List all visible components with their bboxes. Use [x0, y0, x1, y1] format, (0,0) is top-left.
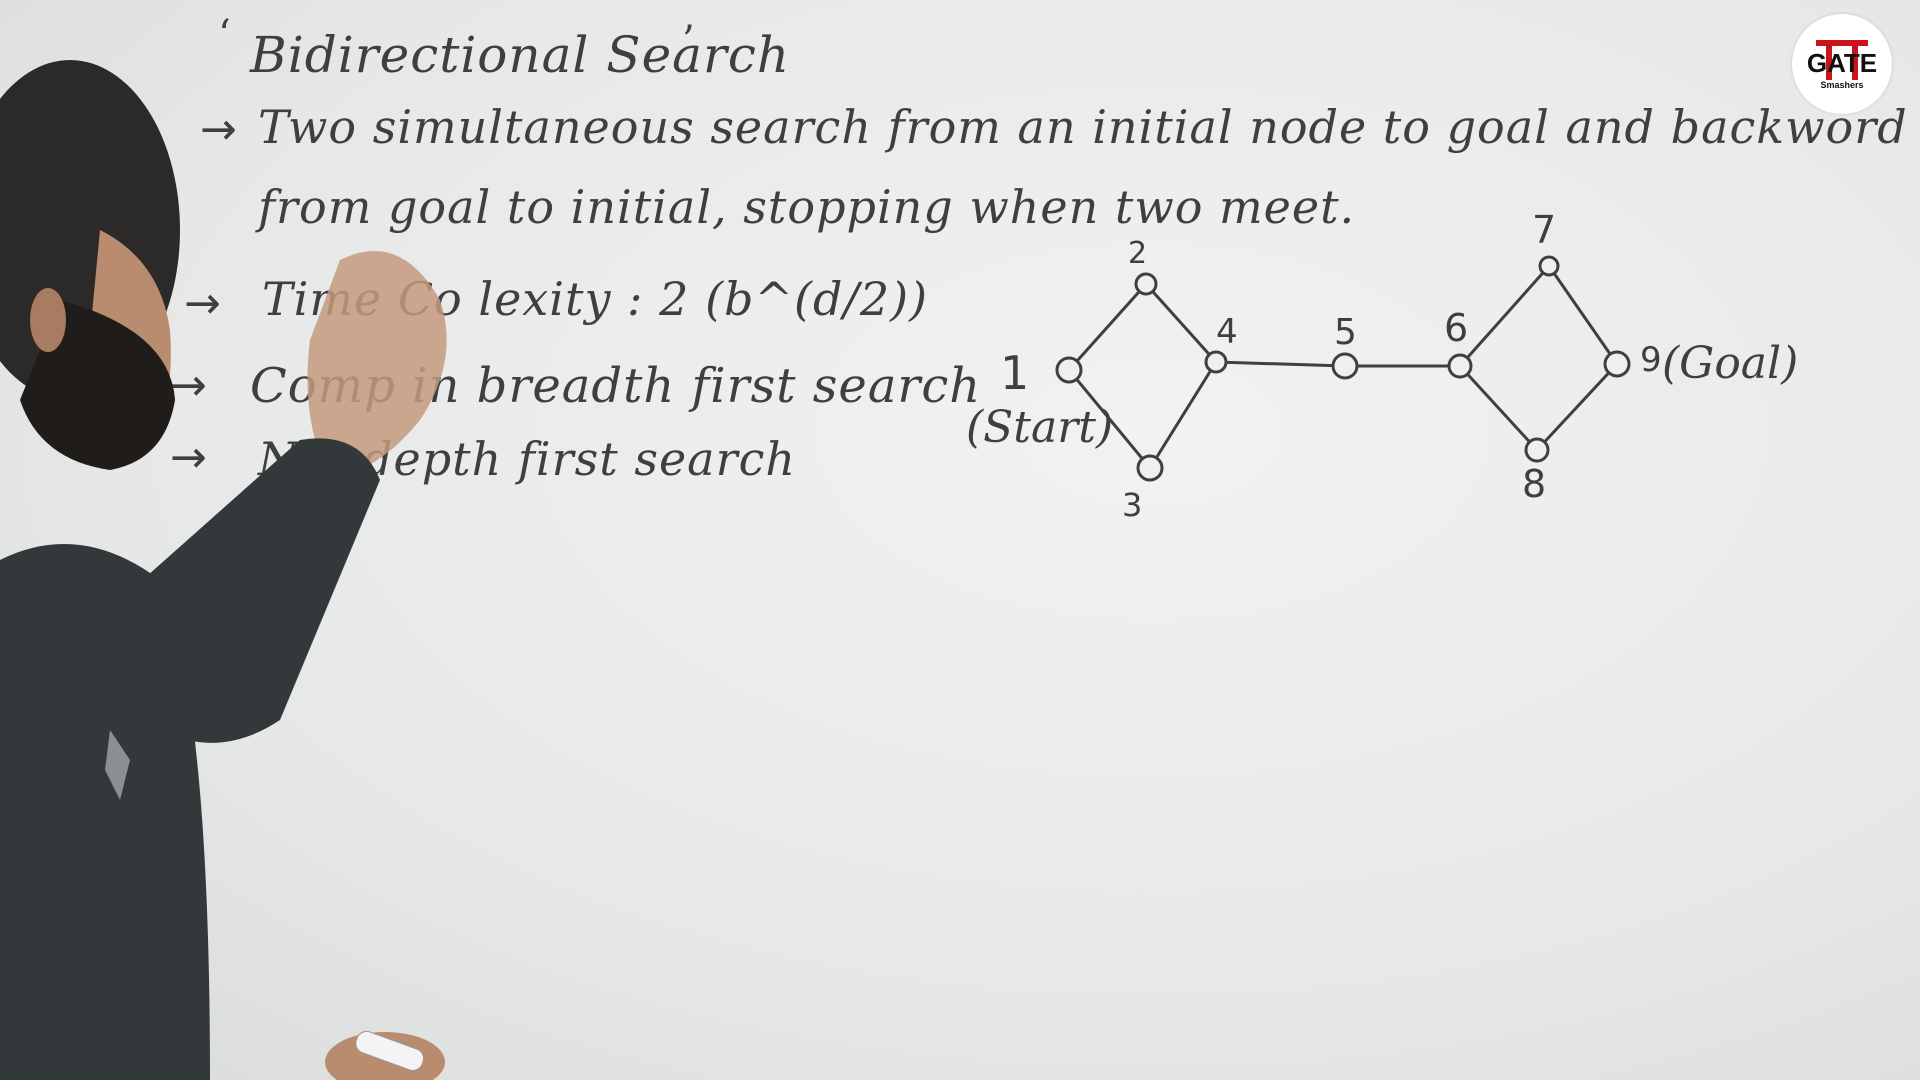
graph-node-2: [1134, 272, 1158, 296]
bullet-arrow-icon: →: [170, 360, 207, 411]
edge-6-8: [1458, 364, 1539, 452]
edge-2-4: [1144, 282, 1218, 364]
graph-node-6: [1447, 353, 1473, 379]
node-label-3: 3: [1122, 486, 1143, 524]
bullet-line-2: from goal to initial, stopping when two …: [258, 180, 1356, 234]
edge-4-5: [1215, 360, 1346, 368]
node-label-6: 6: [1444, 306, 1469, 350]
edge-1-3: [1067, 369, 1152, 469]
graph-node-3: [1136, 454, 1164, 482]
bullet-arrow-icon: →: [184, 278, 221, 329]
heading-title: Bidirectional Search: [250, 26, 791, 84]
logo-subtext: Smashers: [1820, 80, 1864, 90]
bullet-arrow-icon: →: [200, 104, 237, 155]
goal-note: (Goal): [1662, 338, 1799, 389]
bullet-line-1: Two simultaneous search from an initial …: [258, 100, 1908, 154]
title-open-quote: ‘: [218, 12, 231, 58]
graph-node-7: [1538, 255, 1560, 277]
graph-node-8: [1524, 437, 1550, 463]
presenter-raised-hand: [307, 251, 447, 480]
edge-8-9: [1535, 362, 1619, 452]
node-label-7: 7: [1532, 208, 1557, 252]
title-close-quote: ’: [682, 18, 695, 64]
node-label-8: 8: [1522, 462, 1547, 506]
graph-node-9: [1603, 350, 1631, 378]
edge-1-2: [1067, 282, 1148, 372]
edge-7-9: [1547, 265, 1619, 365]
graph-node-4: [1204, 350, 1228, 374]
node-label-5: 5: [1334, 312, 1357, 353]
channel-logo: GATE Smashers: [1792, 14, 1892, 114]
graph-node-5: [1331, 352, 1359, 380]
edge-6-7: [1458, 265, 1551, 367]
node-label-2: 2: [1128, 236, 1148, 271]
edge-3-4: [1148, 361, 1218, 469]
bullet-arrow-icon: →: [170, 432, 207, 483]
presenter-torso: [0, 544, 210, 1080]
node-label-4: 4: [1216, 312, 1238, 352]
node-label-1: 1: [1000, 346, 1030, 400]
shirt-print: [105, 730, 130, 800]
logo-text: GATE: [1806, 48, 1878, 78]
graph-node-1: [1055, 356, 1083, 384]
marker-pen: [355, 1030, 424, 1071]
node-label-9: 9: [1640, 340, 1662, 380]
presenter-ear: [30, 288, 66, 352]
start-note: (Start): [966, 402, 1114, 453]
presenter-arm: [120, 438, 380, 743]
